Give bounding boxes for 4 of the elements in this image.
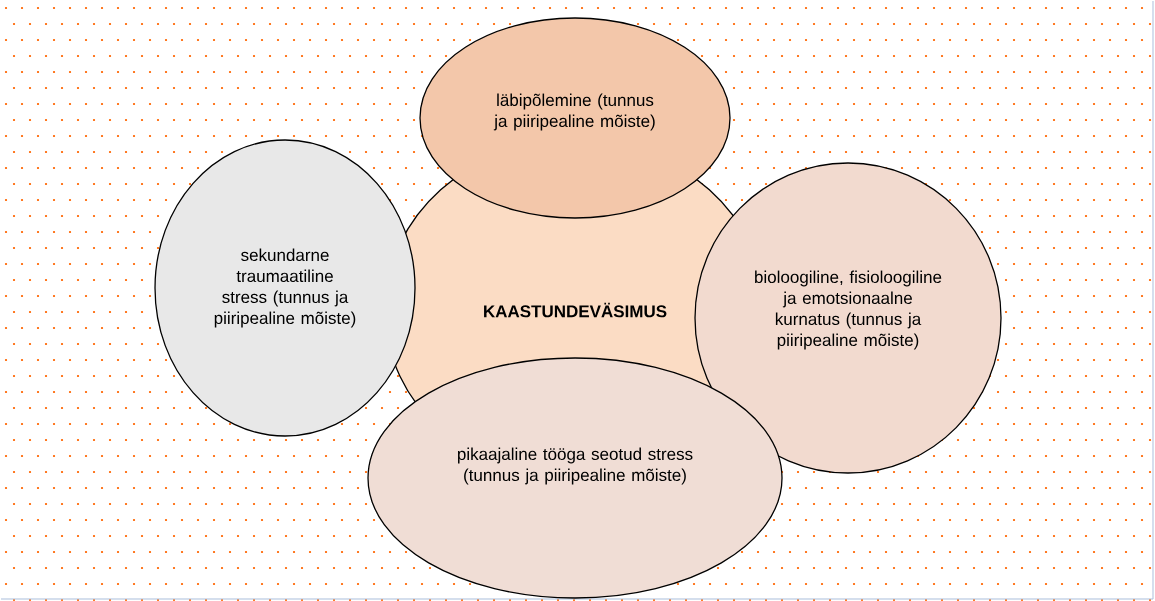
bubble: pikaajaline tööga seotud stress (tunnus ja piiripealine mõiste)	[367, 357, 783, 599]
bubble: läbipõlemine (tunnus ja piiripealine mõiste)	[419, 17, 731, 219]
bubble: sekundarne traumaatiline stress (tunnus ja piiripealine mõiste)	[154, 139, 416, 437]
bubble: bioloogiline, fisioloogiline ja emotsionaalne kurnatus (tunnus ja piiripealine mõiste)	[694, 162, 1002, 474]
